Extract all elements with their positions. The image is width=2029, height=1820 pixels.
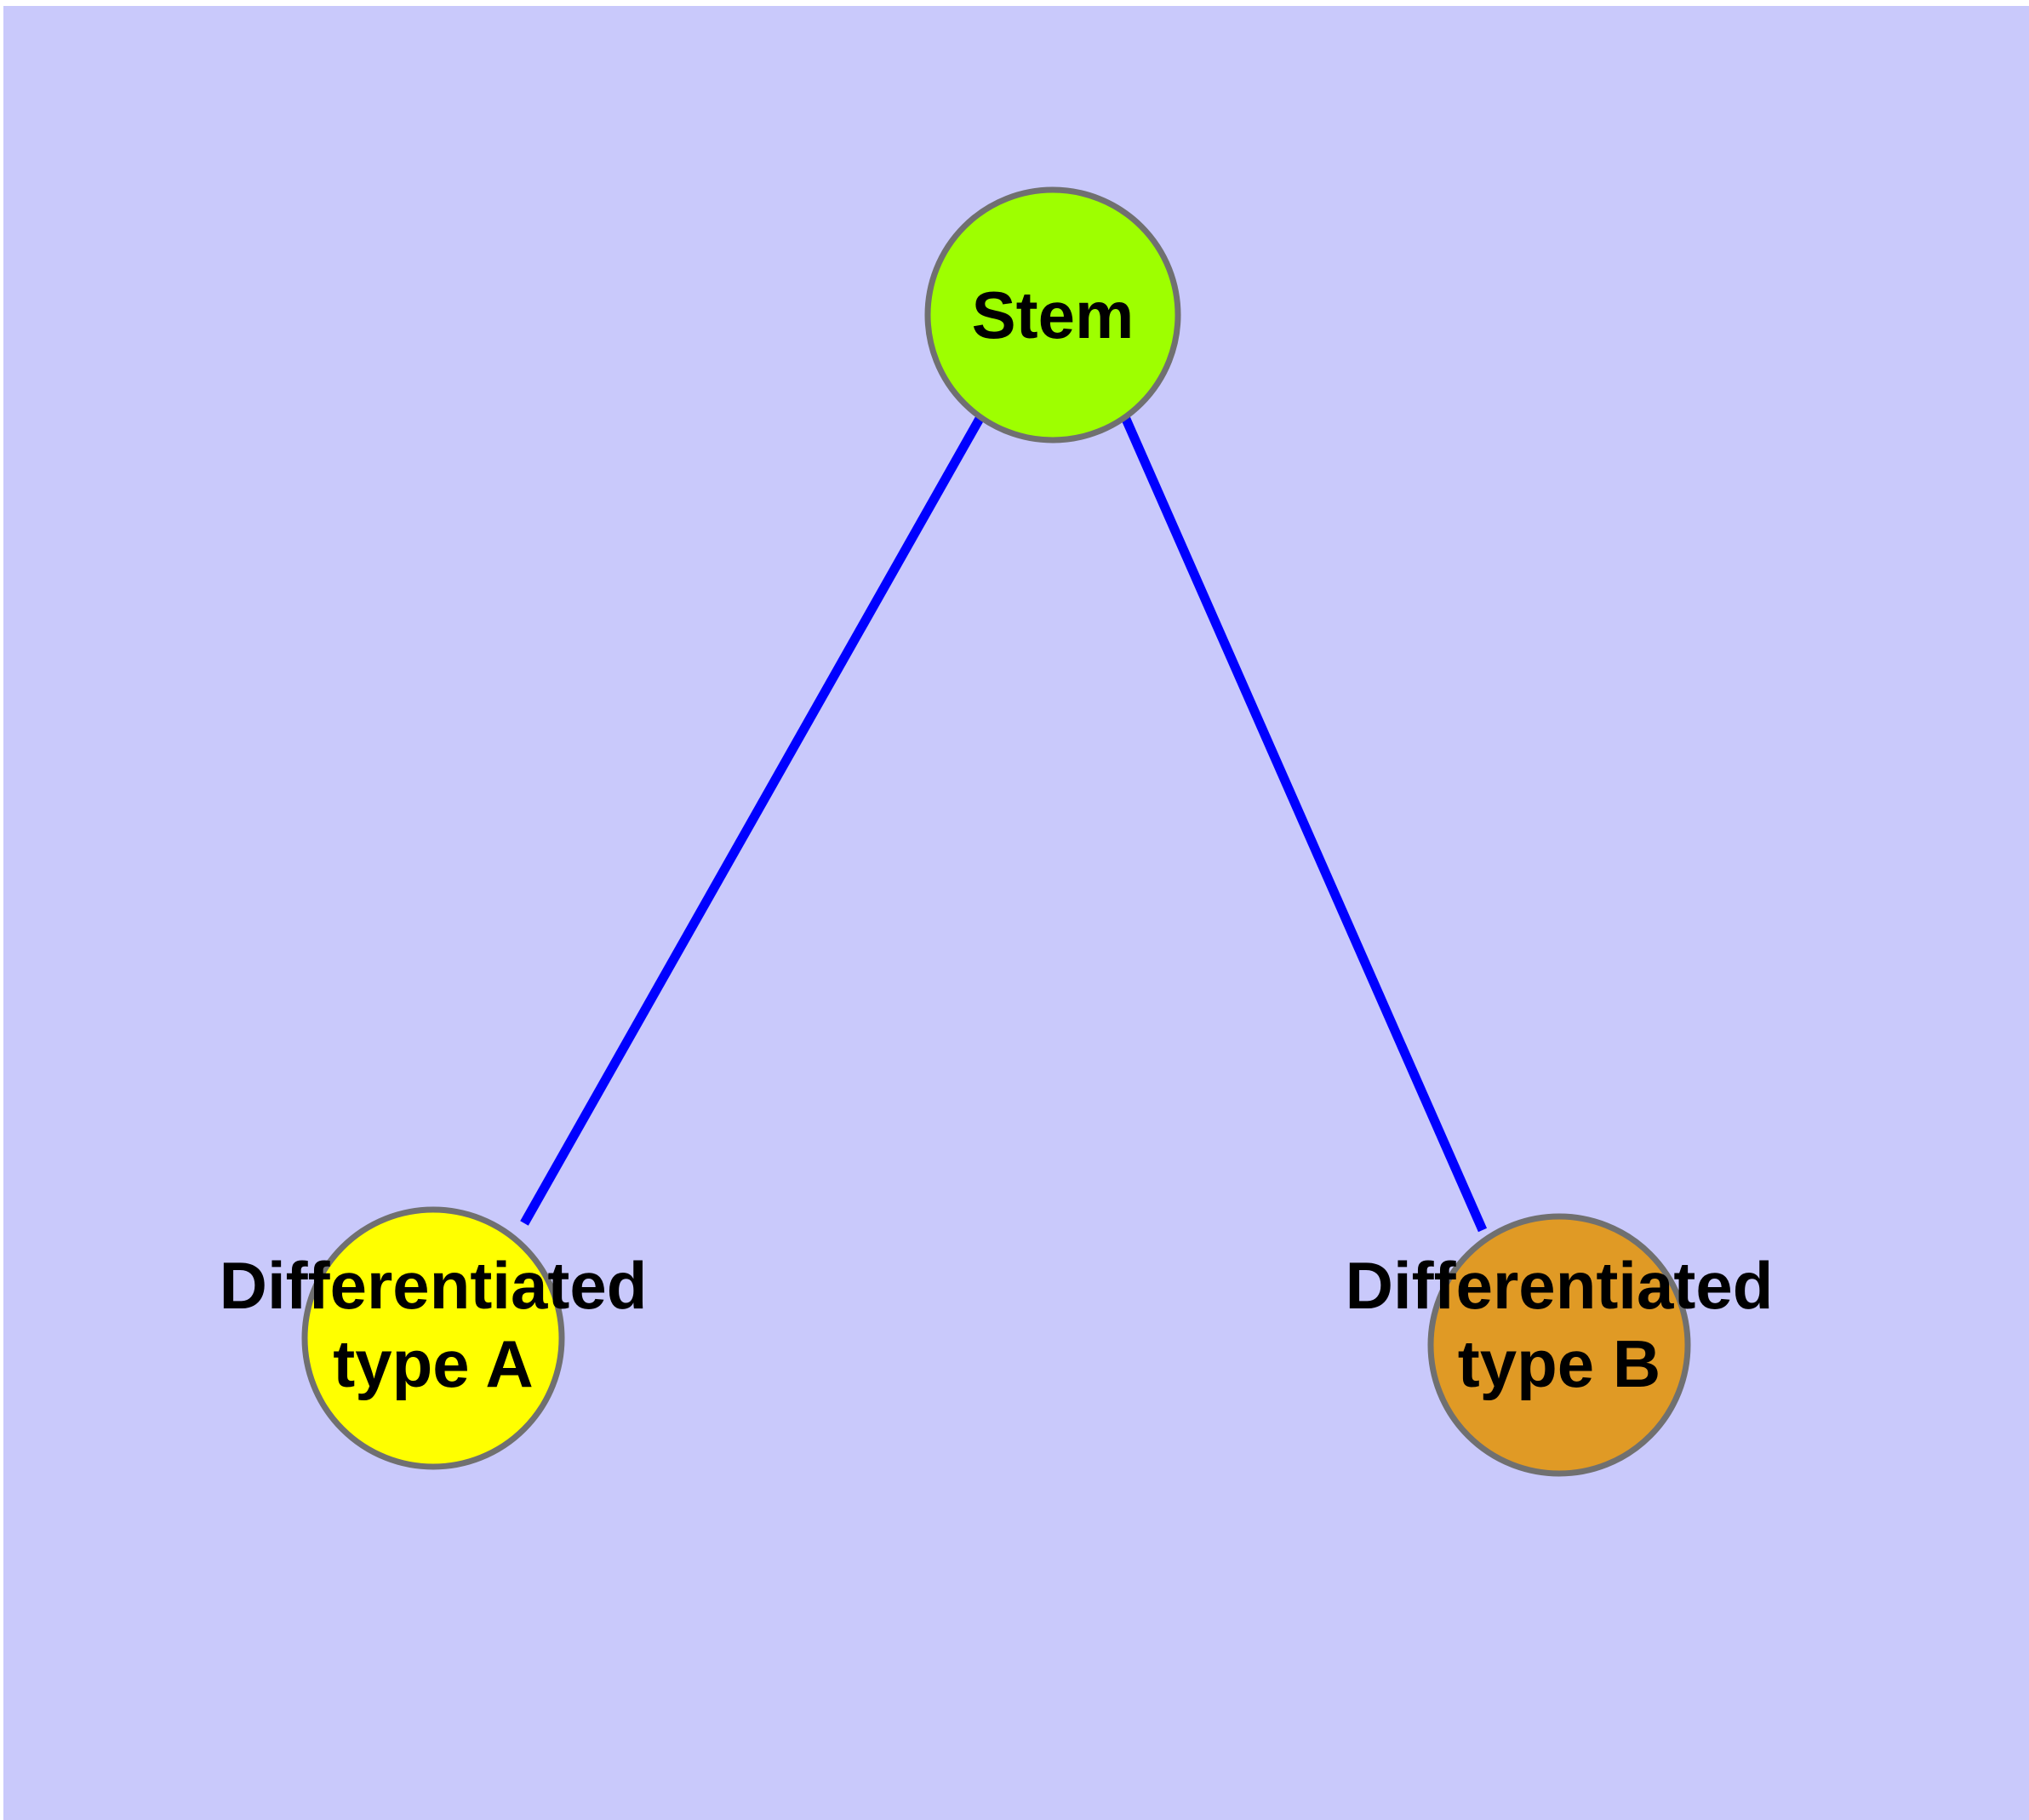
node-stem[interactable] xyxy=(924,186,1181,444)
edge-stem-to-diff-b[interactable] xyxy=(1120,415,1488,1233)
node-diff-b[interactable] xyxy=(1427,1213,1691,1477)
edge-stem-to-diff-a[interactable] xyxy=(520,415,985,1226)
stem-node-circle[interactable] xyxy=(924,186,1181,444)
stem-node-label: Stem xyxy=(972,278,1135,352)
edge-layer xyxy=(520,415,1488,1233)
node-diff-a[interactable] xyxy=(301,1206,565,1470)
diff-a-node-circle[interactable] xyxy=(301,1206,565,1470)
diff-b-node-circle[interactable] xyxy=(1427,1213,1691,1477)
